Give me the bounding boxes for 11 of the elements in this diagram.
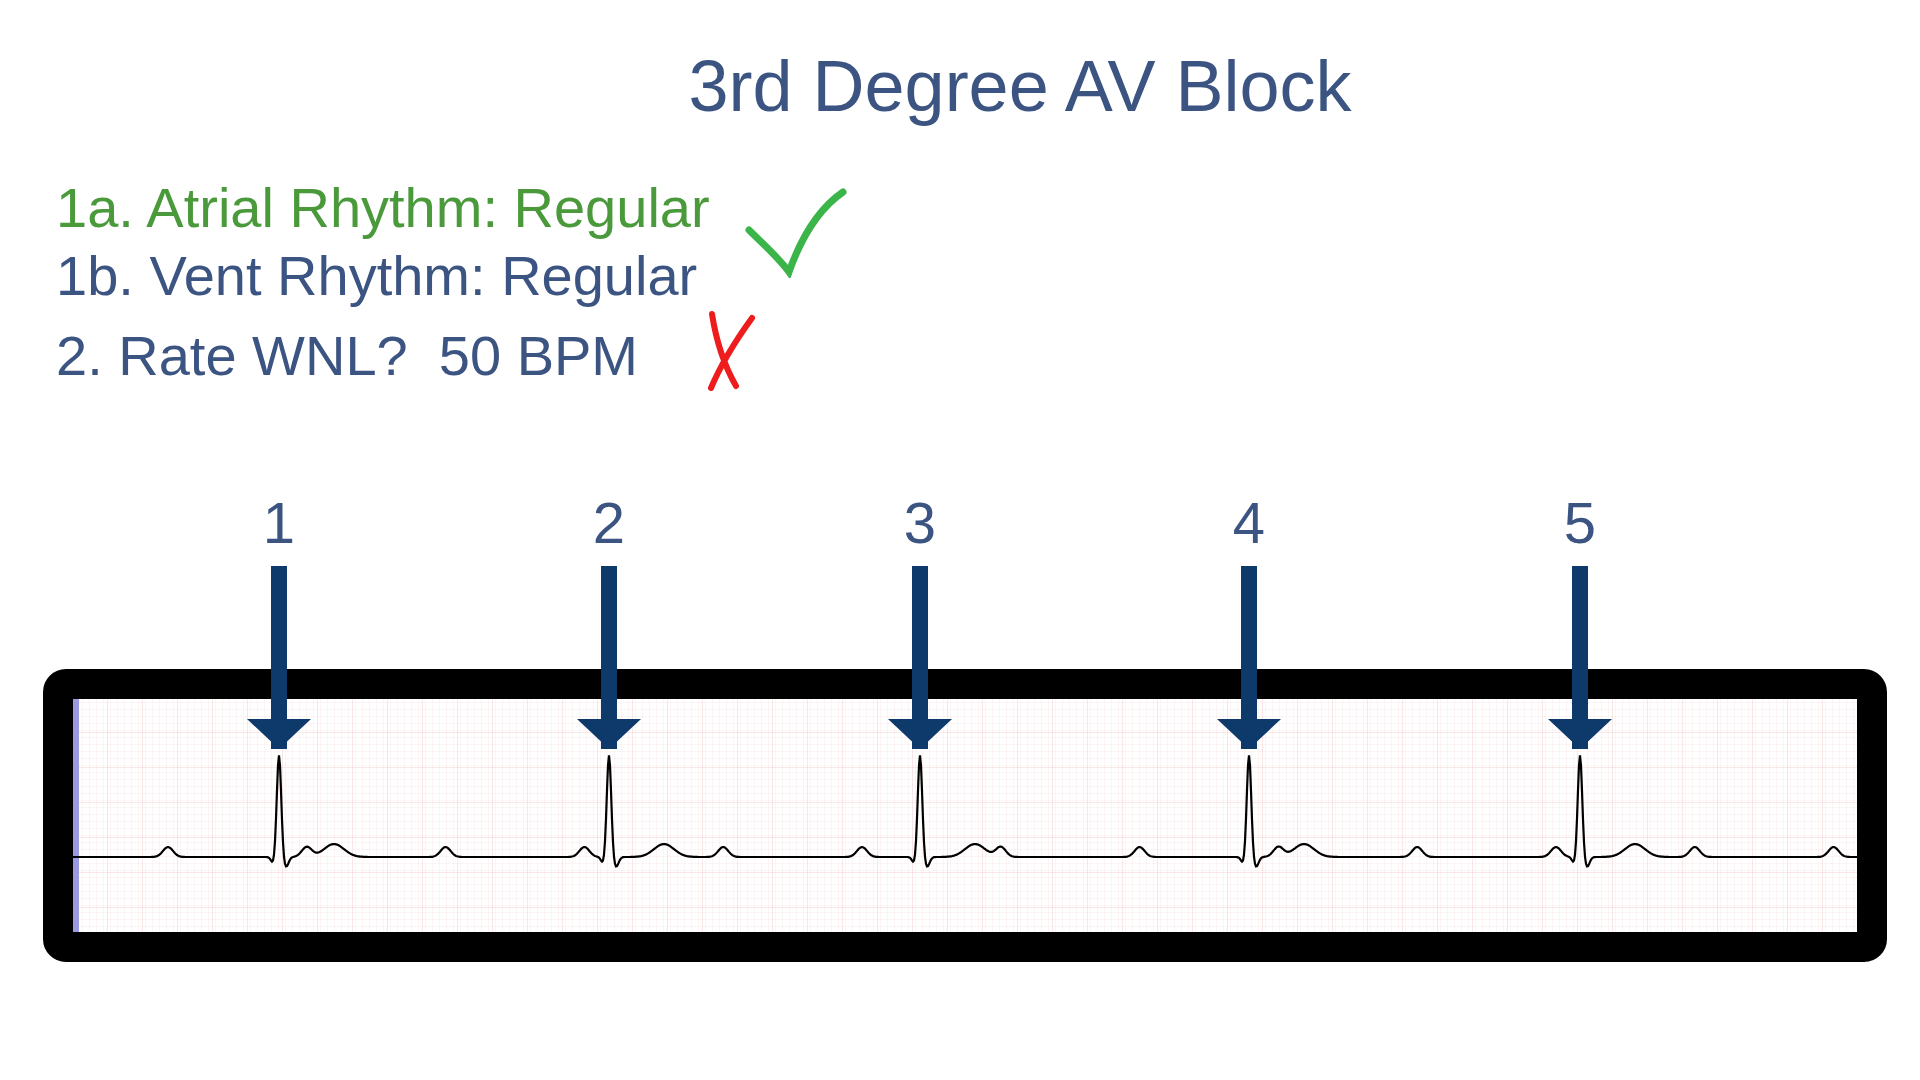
- beat-number: 2: [569, 494, 649, 552]
- checklist-item: 2. Rate WNL? 50 BPM: [56, 328, 638, 384]
- arrow: [1217, 566, 1281, 749]
- arrow: [247, 566, 311, 749]
- beat-number: 3: [880, 494, 960, 552]
- beat-number: 4: [1209, 494, 1289, 552]
- arrow: [577, 566, 641, 749]
- arrow: [1548, 566, 1612, 749]
- arrow: [888, 566, 952, 749]
- beat-number: 5: [1540, 494, 1620, 552]
- beat-number: 1: [239, 494, 319, 552]
